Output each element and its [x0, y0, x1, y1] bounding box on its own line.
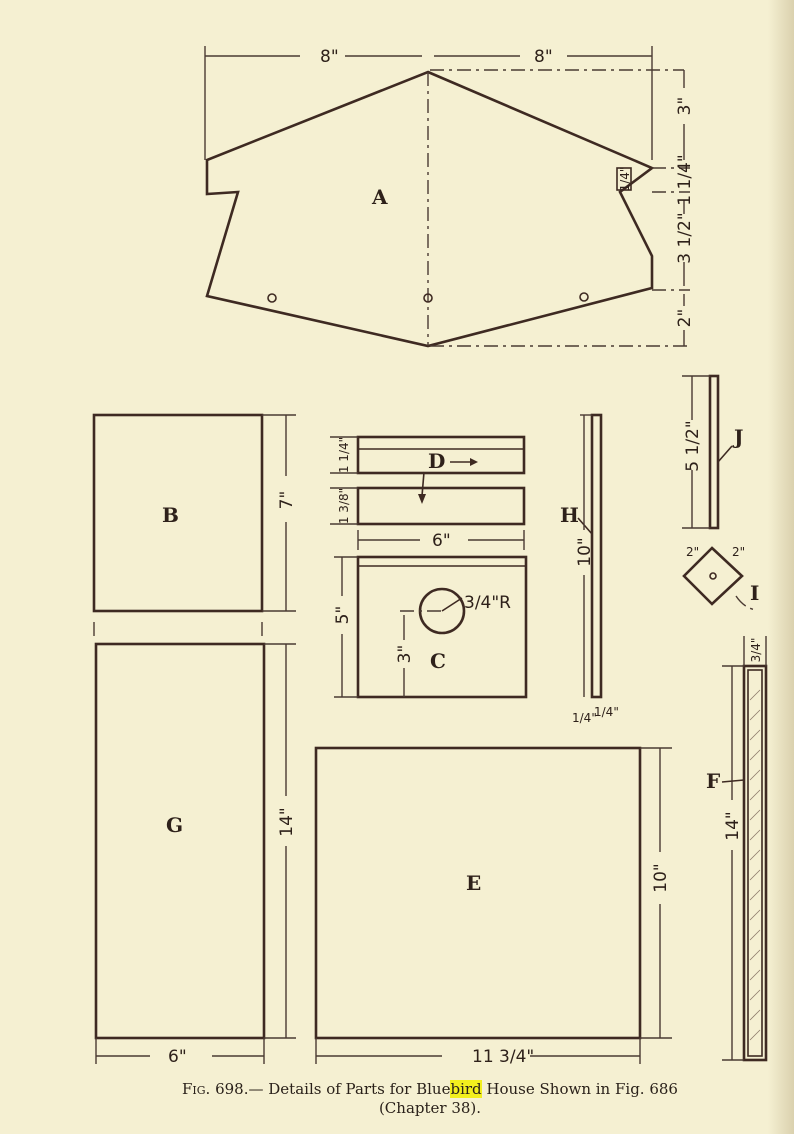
- part-e: E 10" 11 3/4": [314, 746, 672, 1067]
- dim-c-height: 5": [333, 606, 353, 625]
- dim-b-height: 7": [277, 491, 297, 510]
- dim-a-top-right: 8": [534, 47, 553, 67]
- label-a: A: [371, 185, 388, 209]
- part-a: A 8" 8" 3" 1 1/4" 3 1/2" 2" 1/4": [204, 46, 695, 348]
- label-h: H: [560, 503, 579, 527]
- label-f: F: [706, 769, 720, 793]
- dim-d-top: 1 1/4": [337, 437, 351, 473]
- part-b: B 7": [92, 413, 297, 640]
- dim-f-width: 3/4": [749, 638, 763, 663]
- dim-g-width: 6": [168, 1047, 187, 1067]
- caption-line-2: (Chapter 38).: [378, 1099, 482, 1117]
- label-b: B: [162, 503, 179, 527]
- dim-a-right-3: 3": [675, 97, 695, 116]
- part-i: 2" 2" I: [682, 545, 759, 611]
- dim-e-width: 11 3/4": [472, 1047, 534, 1067]
- caption-fig-number: Fig. 698.: [182, 1080, 249, 1098]
- part-c: 6" 3/4"R C 5" 3": [333, 530, 528, 699]
- part-d: D 1 1/4" 1 3/8": [330, 435, 526, 526]
- dim-h-height: 10": [575, 537, 595, 566]
- page-edge-shadow: [768, 0, 794, 1134]
- dim-f-height: 14": [723, 811, 743, 840]
- dim-a-right-3-1-2: 3 1/2": [675, 212, 695, 263]
- caption-search-highlight: bird: [450, 1080, 482, 1098]
- label-c: C: [430, 649, 446, 673]
- dim-a-notch: 1/4": [618, 167, 632, 192]
- figure-caption: Fig. 698.— Details of Parts for Bluebird…: [110, 1080, 750, 1118]
- dim-a-right-2: 2": [675, 309, 695, 328]
- dim-a-top-left: 8": [320, 47, 339, 67]
- dim-i-b: 2": [732, 545, 745, 559]
- part-j: 5 1/2" J: [682, 374, 743, 530]
- dim-c-hole: 3/4"R: [464, 593, 511, 613]
- dim-h-thick-a: 1/4": [572, 711, 597, 725]
- dim-g-height: 14": [277, 807, 297, 836]
- part-h: H 10" 1/4" 1/4": [560, 413, 619, 725]
- label-d: D: [428, 449, 445, 473]
- caption-text-after: House Shown in Fig. 686: [481, 1080, 678, 1098]
- dim-d-bottom: 1 3/8": [337, 488, 351, 524]
- label-j: J: [732, 425, 743, 449]
- part-g: G 14" 6": [94, 642, 297, 1067]
- label-i: I: [750, 581, 759, 605]
- dim-e-height: 10": [651, 863, 671, 892]
- label-g: G: [166, 813, 183, 837]
- dim-c-width: 6": [432, 531, 451, 551]
- dim-c-hole-pos: 3": [395, 645, 415, 664]
- dim-i-a: 2": [686, 545, 699, 559]
- dim-a-right-1-1-4: 1 1/4": [675, 154, 695, 205]
- label-e: E: [466, 871, 481, 895]
- dim-j-height: 5 1/2": [683, 420, 703, 471]
- dim-h-thick-b: 1/4": [594, 705, 619, 719]
- part-f: 3/4" 14" F: [706, 636, 768, 1062]
- caption-text-before: — Details of Parts for Blue: [248, 1080, 451, 1098]
